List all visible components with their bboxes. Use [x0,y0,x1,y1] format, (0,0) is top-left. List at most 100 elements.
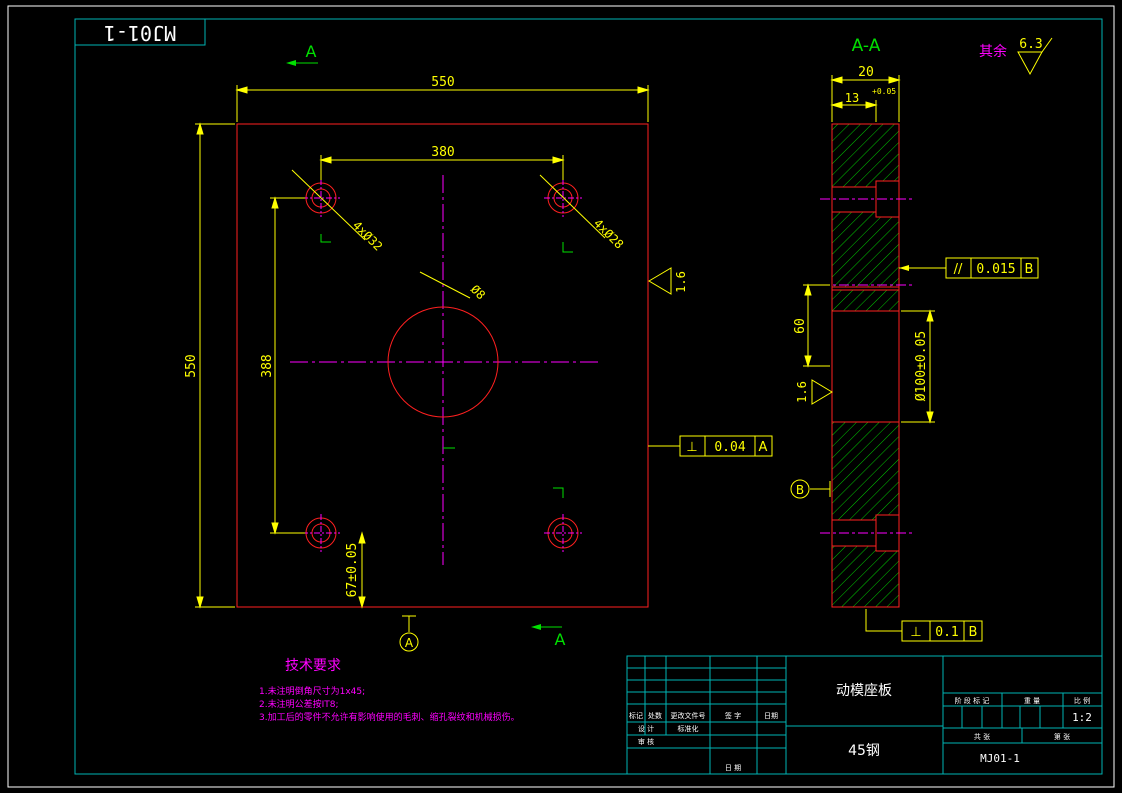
gdt-perp-frame [901,620,983,642]
dim-hole-spacing-x [319,155,565,180]
hole-top-right [544,179,582,217]
gdt-par-frame [945,257,1039,279]
tech-req-item-2: 2.未注明公差按IT8; [259,698,339,710]
tb-drawing-no: MJ01-1 [980,752,1020,765]
gdt-front-frame [679,435,773,457]
dim-hole-spacing-x-label: 380 [431,145,454,160]
gdt-perp-datum: B [969,625,978,640]
leader-center-hole [419,271,471,299]
surface-finish-value: 6.3 [1019,37,1042,52]
section-bracket-2 [562,242,573,253]
dim-depth [830,100,878,122]
roughness-section-label: 1.6 [795,381,809,403]
dim-bore [901,309,935,424]
tb-label-mark: 标记 [629,711,643,720]
gdt-par-value: 0.015 [976,262,1015,277]
outer-border [7,5,1115,788]
dim-height-label: 550 [184,354,199,377]
center-bore-circle [387,306,499,418]
section-title: A-A [852,36,881,56]
datum-a-label: A [405,636,414,650]
surface-finish-label: 其余 [979,43,1007,60]
tb-label-date: 日期 [764,712,778,720]
tb-h-stage: 阶 段 标 记 [955,696,990,705]
surface-finish-tail [1041,37,1053,53]
gdt-front-value: 0.04 [714,440,745,455]
dim-60-label: 60 [793,318,808,334]
tb-sheet-total: 共 张 [974,732,990,741]
dim-bore-label: Ø100±0.05 [914,331,929,401]
roughness-symbol-front [648,267,672,295]
leader-hole-b [539,174,606,239]
gdt-par-arrow [899,265,909,271]
plate-outline [236,123,649,608]
roughness-symbol-section [811,379,833,405]
tb-material: 45钢 [848,743,880,759]
tech-req-item-3: 3.加工后的零件不允许有影响使用的毛刺、缩孔裂纹和机械损伤。 [259,711,520,723]
hole-bottom-right [544,514,582,552]
datum-a-circle [399,632,419,652]
datum-b-circle [790,479,810,499]
surface-finish-symbol [1017,51,1043,76]
dim-thickness [830,75,901,122]
dim-width-label: 550 [431,75,454,90]
dim-60 [803,283,830,368]
section-hatch-5 [831,545,900,608]
tb-label-count: 处数 [648,711,662,720]
section-arrowhead-bottom [531,624,541,630]
section-mark-top: A [306,42,317,61]
tb-label-change: 更改文件号 [671,711,706,720]
gdt-par-datum: B [1025,262,1034,277]
title-block [626,655,1103,775]
tb-h-scale: 比 例 [1074,696,1090,705]
dim-thickness-label: 20 [858,65,874,80]
dim-hole-spacing-y [270,196,305,535]
tb-standard: 标准化 [678,724,699,733]
dim-offset [358,531,366,609]
tb-date: 日 期 [725,764,741,772]
tb-sheet-no: 第 张 [1054,732,1070,741]
gdt-perp-symbol: ⊥ [910,625,921,640]
hole-bottom-left [302,514,340,552]
tb-scale: 1:2 [1072,711,1092,724]
gdt-perp-leader [865,609,902,632]
tb-reviewer: 审 核 [638,737,654,746]
inner-frame [74,18,1103,775]
tb-designer: 设 计 [638,724,654,733]
tb-h-weight: 重 量 [1024,697,1040,705]
hole-label-b: 4xØ28 [591,216,626,251]
dim-depth-label: 13 [845,91,859,105]
section-arrowhead-top [286,60,296,66]
section-hatch-4 [831,421,900,521]
tech-req-item-1: 1.未注明倒角尺寸为1x45; [259,685,365,697]
stamp-box [74,18,206,46]
gdt-front-symbol: ⊥ [686,440,697,455]
datum-b-label: B [796,483,804,497]
section-hatch-1 [831,123,900,188]
gdt-perp-value: 0.1 [935,625,958,640]
dim-depth-tol: +0.05 [872,87,896,96]
section-hatch-2 [831,211,900,288]
front-view: 550 550 380 388 4xØ3 [184,42,773,652]
stamp-code: MJ01-1 [104,21,176,45]
gdt-par-symbol: // [954,262,963,277]
section-bracket-1 [320,234,331,243]
tech-req-title: 技术要求 [285,658,341,674]
hole-top-left [302,179,340,217]
dim-hole-spacing-y-label: 388 [260,354,275,377]
hole-label-a: 4xØ32 [350,218,385,253]
leader-hole-a [291,169,366,241]
section-mark-bottom: A [555,630,566,649]
roughness-front-label: 1.6 [674,271,688,293]
section-hatch-3 [831,289,900,312]
dim-height [195,122,235,609]
section-bore [831,310,900,423]
tb-part-name: 动模座板 [836,683,892,699]
dim-offset-label: 67±0.05 [345,543,360,598]
dim-width [235,85,650,122]
section-bracket-3 [553,487,564,498]
tb-label-sign: 签 字 [725,711,741,720]
center-hole-label: Ø8 [468,282,488,302]
section-view: A-A 20 [790,36,1039,642]
